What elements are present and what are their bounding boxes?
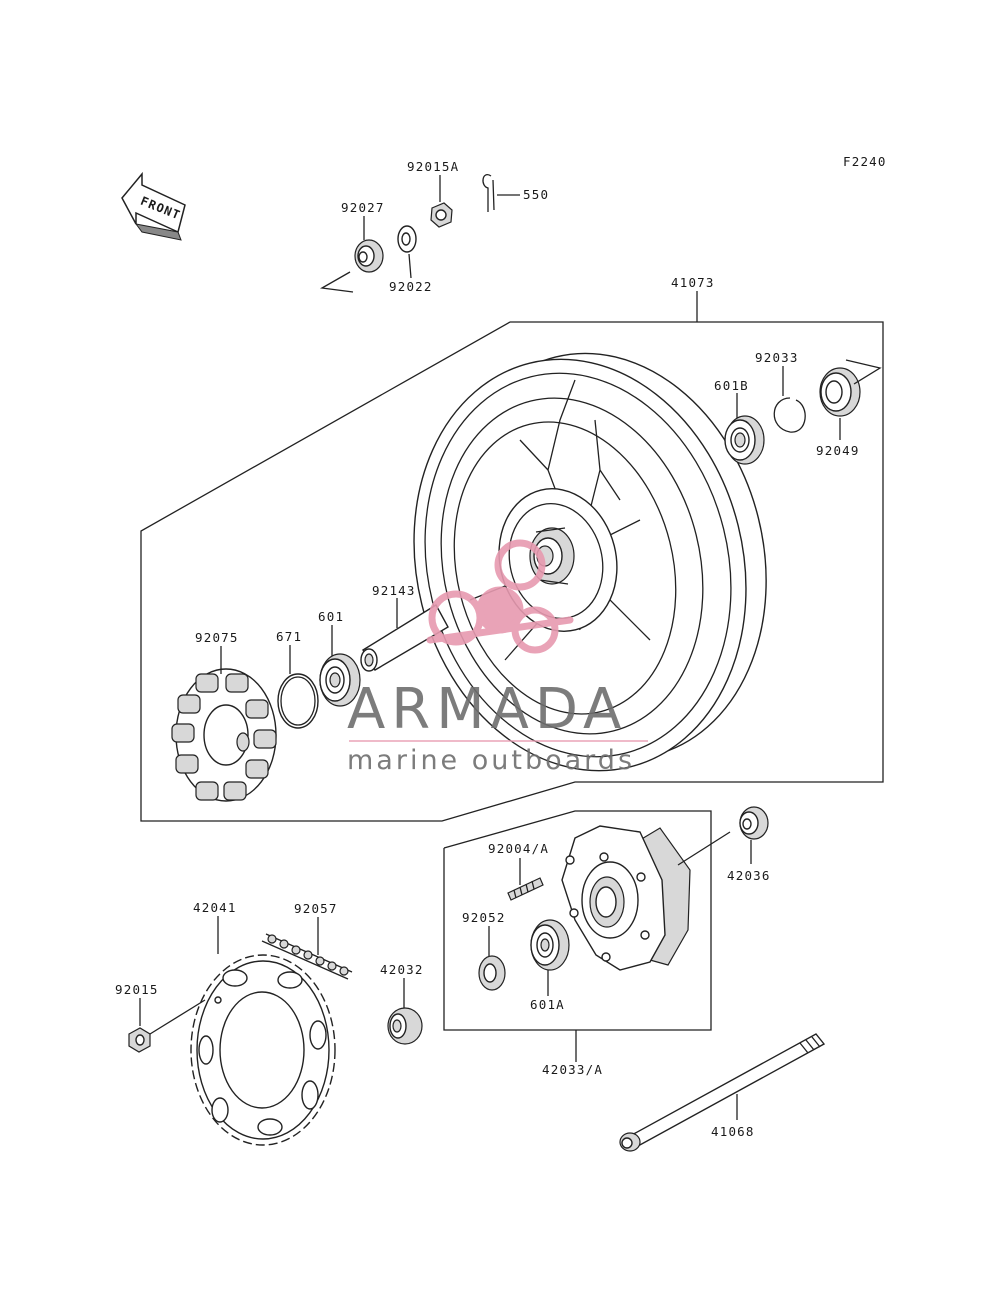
part-label-41068: 41068	[711, 1124, 755, 1139]
wheel-assembly-frame	[140, 321, 884, 822]
collar-42036	[739, 806, 769, 840]
part-label-42033A: 42033/A	[542, 1062, 603, 1077]
cotter-pin-550	[482, 174, 495, 212]
hub-assembly-frame	[443, 810, 712, 1031]
part-label-41073: 41073	[671, 275, 715, 290]
figure-code: F2240	[843, 154, 887, 169]
part-label-92022: 92022	[389, 279, 433, 294]
part-label-92057: 92057	[294, 901, 338, 916]
stud-92004A	[507, 877, 544, 901]
part-label-42041: 42041	[193, 900, 237, 915]
collar-92143	[360, 604, 449, 672]
rear-wheel-41073	[413, 352, 767, 772]
part-label-601A: 601A	[530, 997, 565, 1012]
part-label-92015A: 92015A	[407, 159, 459, 174]
part-label-601: 601	[318, 609, 344, 624]
axle-41068	[619, 1033, 826, 1152]
o-ring-671	[277, 673, 319, 729]
oil-seal-92049	[819, 367, 861, 417]
part-label-550: 550	[523, 187, 549, 202]
armada-watermark: ARMADA marine outboards	[347, 539, 648, 776]
watermark-tagline: marine outboards	[347, 745, 635, 776]
castle-nut-92015A	[430, 202, 453, 228]
part-label-92052: 92052	[462, 910, 506, 925]
part-label-92027: 92027	[341, 200, 385, 215]
drive-chain-92057	[261, 933, 353, 980]
part-label-42036: 42036	[727, 868, 771, 883]
rear-sprocket-42041	[190, 954, 336, 1146]
washer-92022	[397, 225, 417, 253]
part-label-92075: 92075	[195, 630, 239, 645]
bearing-601B	[724, 415, 765, 465]
circlip-92033	[773, 397, 806, 433]
front-direction-arrow-icon: FRONT	[121, 171, 186, 241]
bearing-601A	[530, 919, 570, 971]
collar-92027	[354, 239, 384, 273]
part-label-92004A: 92004/A	[488, 841, 549, 856]
part-label-671: 671	[276, 629, 302, 644]
armada-logo-icon	[426, 539, 574, 654]
part-label-92015: 92015	[115, 982, 159, 997]
washer-92052	[478, 955, 506, 991]
collar-42032	[387, 1007, 423, 1045]
bearing-601	[319, 653, 361, 707]
part-label-601B: 601B	[714, 378, 749, 393]
wheel-damper-92075	[171, 668, 277, 802]
sprocket-hub-42033A	[561, 825, 691, 971]
part-label-92143: 92143	[372, 583, 416, 598]
watermark-brand: ARMADA	[347, 677, 627, 742]
part-label-92049: 92049	[816, 443, 860, 458]
nut-92015	[128, 1027, 151, 1053]
part-label-92033: 92033	[755, 350, 799, 365]
part-label-42032: 42032	[380, 962, 424, 977]
